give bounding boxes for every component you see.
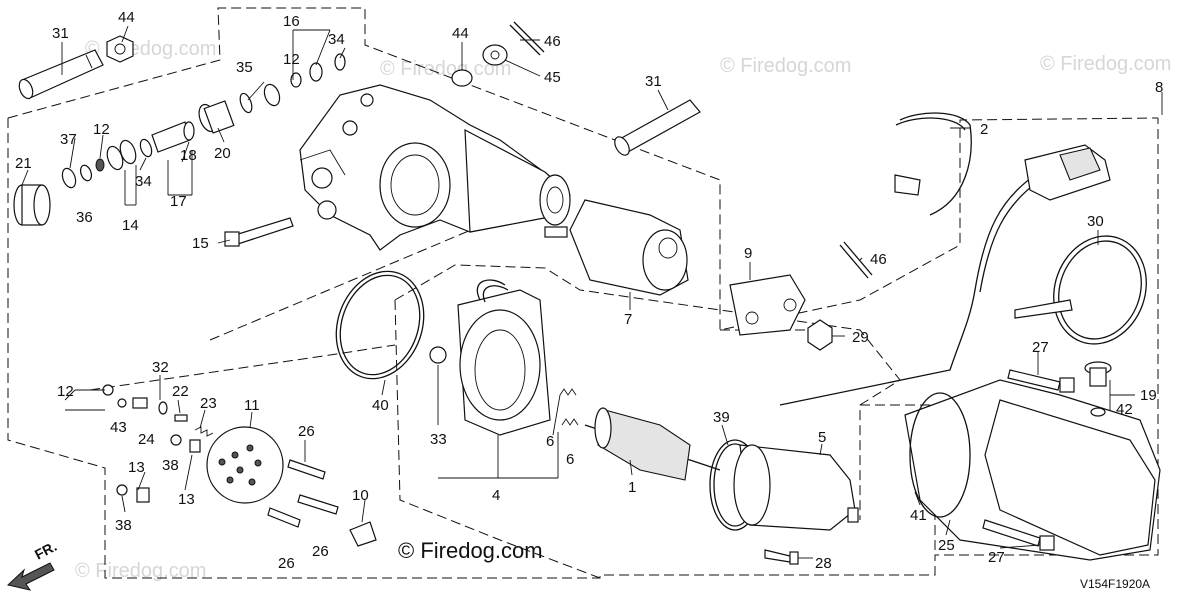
callout-46: 46 (870, 251, 887, 268)
leader-lines (21, 25, 1163, 559)
part-5-motor-case (709, 439, 859, 531)
part-31-pin (18, 49, 104, 100)
callout-16: 16 (283, 13, 300, 30)
part-28-screw (764, 549, 799, 565)
callout-34: 34 (135, 173, 152, 190)
callout-1: 1 (628, 479, 636, 496)
direction-label: FR. (32, 538, 59, 563)
callout-44: 44 (452, 25, 469, 42)
watermark: © Firedog.com (75, 560, 206, 582)
watermark: © Firedog.com (720, 55, 851, 77)
callout-12: 12 (57, 383, 74, 400)
callout-32: 32 (152, 359, 169, 376)
part-44-nut (106, 35, 134, 63)
callout-8: 8 (1155, 79, 1163, 96)
part-4-brush-holder (429, 279, 551, 436)
part-46-cotter (839, 241, 873, 279)
callout-2: 2 (980, 121, 988, 138)
callout-22: 22 (172, 383, 189, 400)
callout-38: 38 (162, 457, 179, 474)
callout-27: 27 (1032, 339, 1049, 356)
callout-29: 29 (852, 329, 869, 346)
callout-19: 19 (1140, 387, 1157, 404)
callout-14: 14 (122, 217, 139, 234)
part-31-pin-mid (614, 99, 701, 156)
callout-13: 13 (128, 459, 145, 476)
callout-40: 40 (372, 397, 389, 414)
part-valve-chain-left (13, 53, 346, 226)
diagram-code: V154F1920A (1080, 577, 1150, 591)
part-15-bolt (224, 217, 294, 247)
callout-11: 11 (244, 397, 260, 414)
part-29-nut (807, 319, 833, 351)
part-19-screw (1084, 361, 1112, 417)
callout-37: 37 (60, 131, 77, 148)
callout-15: 15 (192, 235, 209, 252)
callout-21: 21 (15, 155, 32, 172)
callout-5: 5 (818, 429, 826, 446)
callout-24: 24 (138, 431, 155, 448)
callout-34: 34 (328, 31, 345, 48)
callout-26: 26 (278, 555, 295, 572)
callout-12: 12 (93, 121, 110, 138)
callout-28: 28 (815, 555, 832, 572)
part-30-band (1014, 235, 1147, 345)
watermark: © Firedog.com (380, 58, 511, 80)
callout-9: 9 (744, 245, 752, 262)
callout-39: 39 (713, 409, 730, 426)
callout-46: 46 (544, 33, 561, 50)
callout-23: 23 (200, 395, 217, 412)
fr-arrow (6, 562, 55, 591)
callout-31: 31 (645, 73, 662, 90)
part-small-lower-left (102, 384, 377, 547)
part-6-springs (559, 388, 579, 426)
watermark: © Firedog.com (1040, 53, 1171, 75)
callout-26: 26 (298, 423, 315, 440)
part-40-oring (335, 270, 425, 380)
callout-36: 36 (76, 209, 93, 226)
callout-20: 20 (214, 145, 231, 162)
callout-27: 27 (988, 549, 1005, 566)
callout-17: 17 (170, 193, 187, 210)
callout-33: 33 (430, 431, 447, 448)
watermark: © Firedog.com (85, 38, 216, 60)
part-9-bracket (729, 274, 806, 336)
part-27-bolts (982, 369, 1075, 551)
part-2-tie (894, 112, 972, 216)
callout-30: 30 (1087, 213, 1104, 230)
callout-41: 41 (910, 507, 927, 524)
callout-7: 7 (624, 311, 632, 328)
callout-45: 45 (544, 69, 561, 86)
callout-43: 43 (110, 419, 127, 436)
part-11-end-plate (206, 426, 284, 504)
callout-35: 35 (236, 59, 253, 76)
callout-38: 38 (115, 517, 132, 534)
part-1-armature (584, 407, 721, 481)
callout-31: 31 (52, 25, 69, 42)
callout-10: 10 (352, 487, 369, 504)
callout-25: 25 (938, 537, 955, 554)
callout-26: 26 (312, 543, 329, 560)
part-8-harness (779, 144, 1111, 406)
brand-text: © Firedog.com (398, 538, 543, 563)
callout-44: 44 (118, 9, 135, 26)
callout-6: 6 (566, 451, 574, 468)
part-25-motor-cover (904, 379, 1161, 561)
callout-18: 18 (180, 147, 197, 164)
callout-42: 42 (1116, 401, 1133, 418)
part-44-45-46 (451, 21, 545, 87)
callout-13: 13 (178, 491, 195, 508)
callout-numbers: 31 44 16 12 34 35 37 12 21 36 34 14 18 1… (15, 9, 1163, 572)
part-valve-body (299, 84, 571, 251)
callout-6: 6 (546, 433, 554, 450)
part-26-bolts (267, 459, 339, 528)
callout-12: 12 (283, 51, 300, 68)
part-7-reservoir (569, 199, 689, 296)
callout-4: 4 (492, 487, 500, 504)
